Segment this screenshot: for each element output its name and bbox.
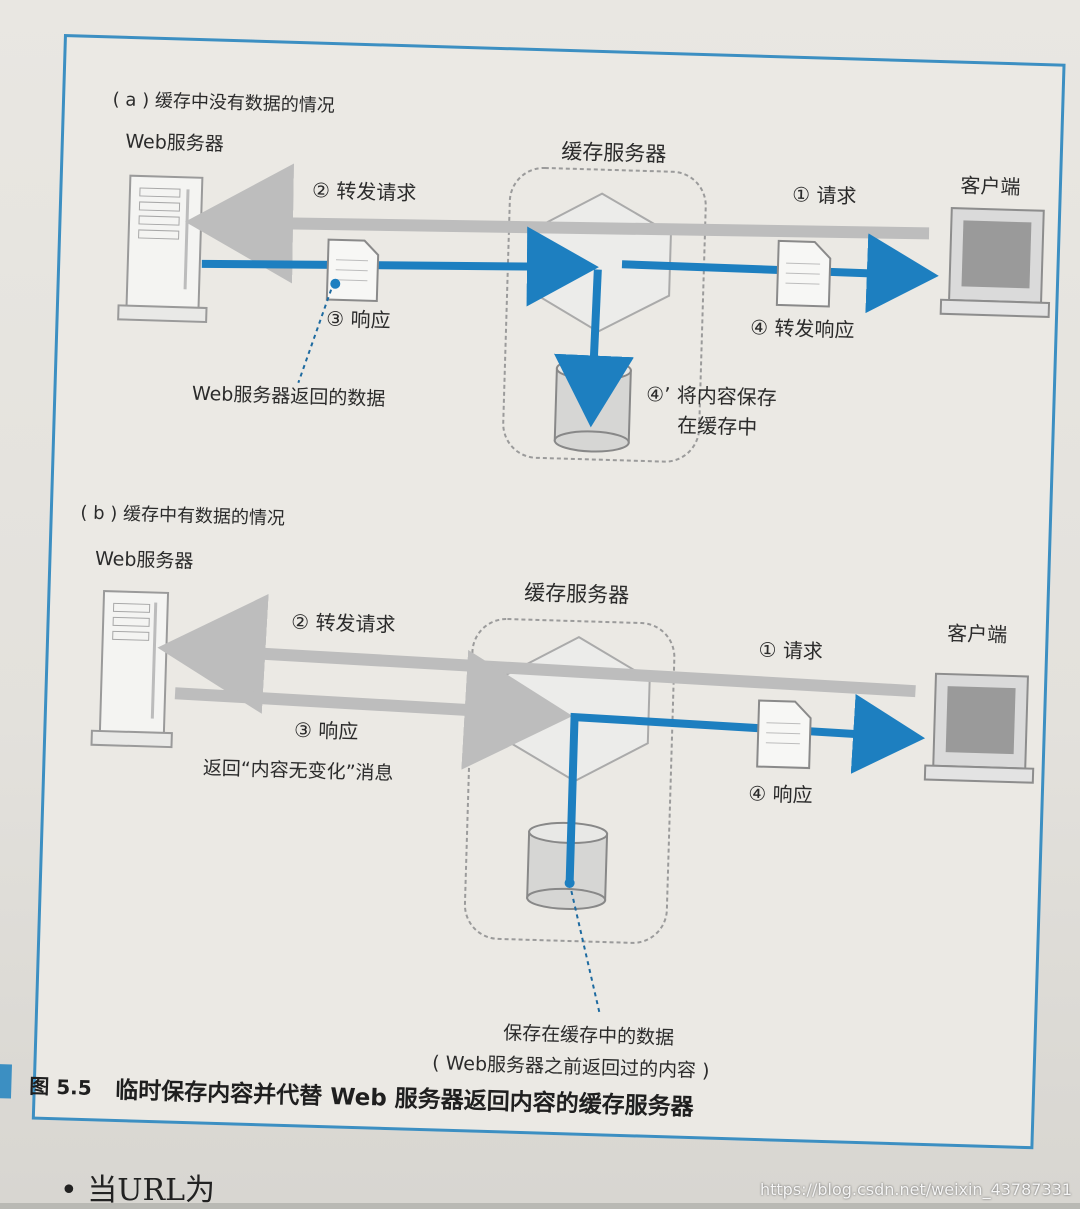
data-marker-dot <box>564 878 575 889</box>
forwarded-document-icon <box>775 239 832 308</box>
not-modified-note: 返回“内容无变化”消息 <box>203 757 394 785</box>
section-a-web-server-label: Web服务器 <box>125 131 224 156</box>
server-icon <box>117 174 208 324</box>
client-monitor-icon <box>939 207 1051 318</box>
note-leader-line <box>570 890 601 1015</box>
section-b-client-label: 客户端 <box>947 621 1008 647</box>
step-1-request: ① 请求 <box>758 638 823 664</box>
step-4p-save-line2: 在缓存中 <box>677 413 758 439</box>
step-3-response: ③ 响应 <box>326 307 391 333</box>
cache-server-box <box>463 618 676 944</box>
note-leader-line <box>297 289 333 384</box>
figure-caption: 临时保存内容并代替 Web 服务器返回内容的缓存服务器 <box>115 1077 695 1121</box>
client-monitor-icon <box>923 672 1035 784</box>
section-a-client-label: 客户端 <box>960 173 1021 199</box>
step-1-request: ① 请求 <box>792 182 857 208</box>
section-b-cache-server-label: 缓存服务器 <box>524 581 630 608</box>
step-4-response: ④ 响应 <box>748 781 813 807</box>
figure-label: 图 5.5 <box>29 1074 92 1100</box>
caption-accent-bar <box>0 1064 12 1099</box>
cached-data-note-line2: ( Web服务器之前返回过的内容 ) <box>432 1052 710 1082</box>
arrow-response <box>201 226 599 307</box>
arrow-save-to-cache <box>554 269 634 428</box>
watermark: https://blog.csdn.net/weixin_43787331 <box>759 1180 1072 1199</box>
response-document-icon <box>756 699 812 770</box>
arrow-not-modified-response <box>174 649 573 770</box>
server-icon <box>90 590 173 749</box>
step-4-forward-response: ④ 转发响应 <box>750 315 855 342</box>
section-a-title: ( a ) 缓存中没有数据的情况 <box>112 89 335 117</box>
following-page-text: • 当URL为 <box>60 1173 216 1208</box>
data-marker-dot <box>330 278 341 289</box>
section-b-title: ( b ) 缓存中有数据的情况 <box>80 502 285 529</box>
step-2-forward-request: ② 转发请求 <box>312 178 417 205</box>
arrow-forward-response <box>621 233 939 314</box>
section-b-web-server-label: Web服务器 <box>95 548 194 573</box>
cached-data-note-line1: 保存在缓存中的数据 <box>503 1022 675 1049</box>
step-2-forward-request: ② 转发请求 <box>291 610 396 637</box>
web-server-data-note: Web服务器返回的数据 <box>192 383 386 411</box>
response-document-icon <box>325 238 380 303</box>
section-a-cache-server-label: 缓存服务器 <box>561 139 667 166</box>
cache-server-box <box>502 166 707 463</box>
step-4p-save-line1: ④’ 将内容保存 <box>646 382 777 410</box>
step-3-response: ③ 响应 <box>294 718 359 744</box>
